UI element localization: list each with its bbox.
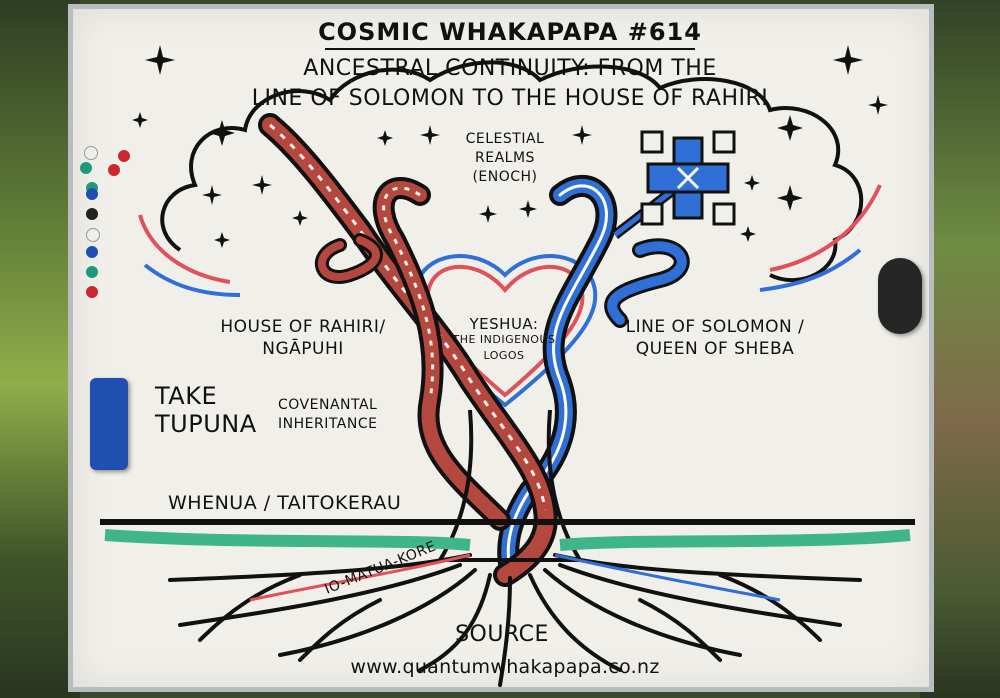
heart-label: YESHUA: THE INDIGENOUS LOGOS	[452, 315, 556, 362]
subtitle-line-1: ANCESTRAL CONTINUITY: FROM THE	[303, 56, 717, 81]
magnet-red	[118, 150, 130, 162]
right-lineage-label: LINE OF SOLOMON / QUEEN OF SHEBA	[625, 317, 805, 359]
cloud-outline	[160, 60, 864, 282]
magnet-black	[86, 208, 98, 220]
magnet-blue	[86, 188, 98, 200]
title-underline	[325, 48, 695, 50]
star-icon	[132, 45, 888, 248]
magnet-white	[84, 146, 98, 160]
magnet-red	[86, 286, 98, 298]
source-label: SOURCE	[455, 622, 549, 647]
page-title: COSMIC WHAKAPAPA #614	[318, 18, 702, 46]
left-lineage-label: HOUSE OF RAHIRI/ NGĀPUHI	[220, 317, 386, 359]
celestial-realms-label: CELESTIAL REALMS (ENOCH)	[465, 131, 545, 185]
website-url: www.quantumwhakapapa.co.nz	[350, 656, 660, 678]
computer-mouse	[878, 258, 922, 334]
curtain-left	[0, 0, 80, 698]
take-tupuna-label: TAKE TUPUNA	[155, 382, 257, 438]
whiteboard-eraser	[90, 378, 128, 470]
serpent-icon	[497, 174, 618, 581]
roots	[168, 553, 862, 687]
subtitle-line-2: LINE OF SOLOMON TO THE HOUSE OF RAHIRI	[251, 86, 769, 111]
covenantal-inheritance-label: COVENANTAL INHERITANCE	[278, 397, 378, 432]
magnet-green	[80, 162, 92, 174]
magnet-white	[86, 228, 100, 242]
serpent-icon	[372, 177, 511, 531]
magnet-blue	[86, 246, 98, 258]
whenua-label: WHENUA / TAITOKERAU	[168, 492, 402, 514]
magnet-red	[108, 164, 120, 176]
celtic-cross-icon	[640, 130, 736, 226]
magnet-green	[86, 266, 98, 278]
